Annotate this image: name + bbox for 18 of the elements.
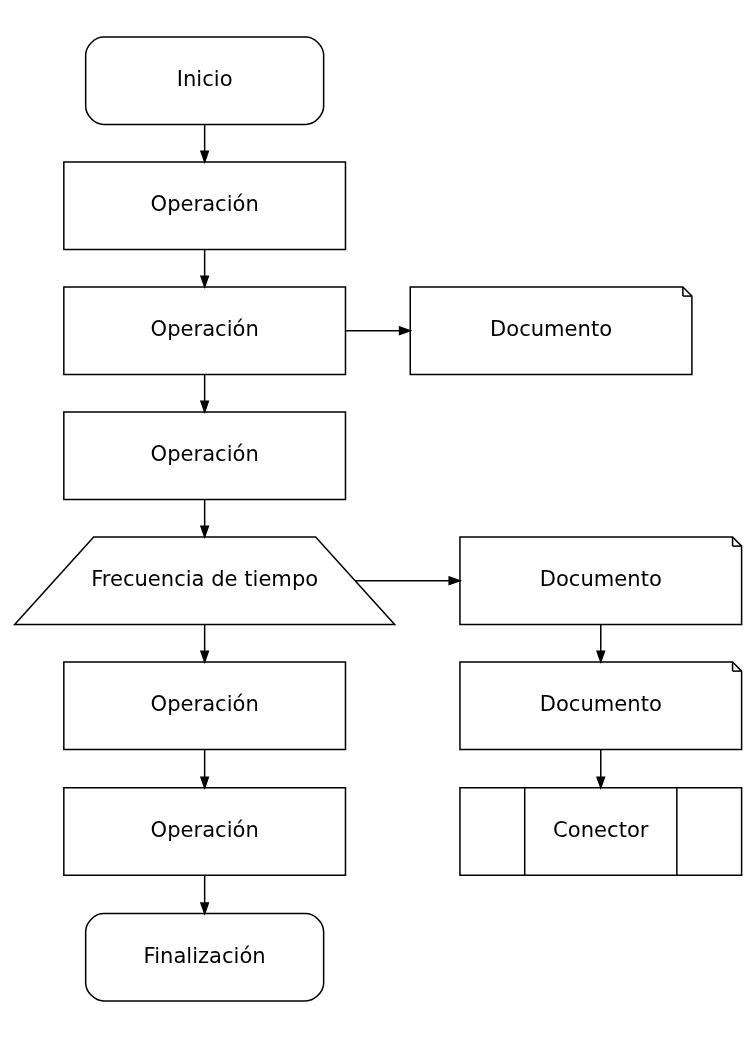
- arrow: [596, 748, 606, 790]
- arrow: [596, 624, 606, 665]
- arrow: [199, 249, 210, 290]
- arrow: [199, 748, 210, 790]
- arrow: [199, 124, 210, 165]
- node-box: Operación: [63, 161, 347, 251]
- node-box: Operación: [63, 286, 347, 376]
- arrow: [199, 624, 210, 665]
- arrow: [345, 325, 413, 336]
- node-box: Operación: [63, 661, 347, 751]
- arrow: [199, 374, 210, 415]
- node-box: Finalización: [84, 912, 325, 1002]
- node-box: Inicio: [84, 36, 325, 126]
- node-box: Operación: [63, 787, 347, 876]
- node-box: Operación: [63, 411, 347, 501]
- arrow: [199, 874, 210, 916]
- arrow: [199, 499, 210, 540]
- arrow: [354, 576, 462, 586]
